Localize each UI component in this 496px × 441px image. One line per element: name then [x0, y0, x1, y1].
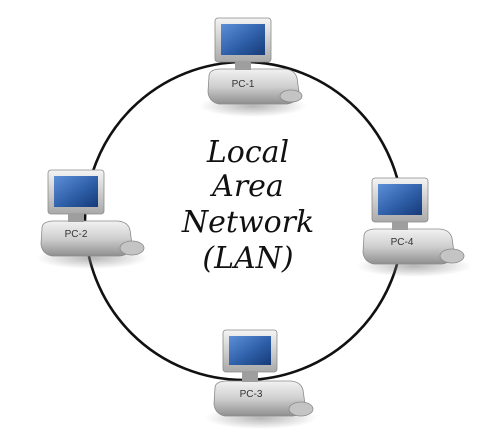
monitor-screen-icon	[229, 336, 271, 365]
mouse-icon	[439, 248, 465, 264]
mouse-icon	[119, 240, 145, 256]
pc-label: PC-1	[232, 79, 255, 90]
pc-label: PC-2	[65, 229, 88, 240]
title-line-local: Local	[206, 135, 289, 170]
pc-label: PC-4	[391, 237, 414, 248]
pc-node-2: PC-2	[36, 169, 148, 269]
title-line-area: Area	[209, 169, 284, 204]
lan-title: Local Area Network (LAN)	[181, 135, 314, 276]
title-line-network: Network	[181, 205, 314, 240]
pc-label: PC-3	[240, 389, 263, 400]
monitor-screen-icon	[54, 176, 98, 207]
pc-node-4: PC-4	[356, 177, 472, 277]
monitor-screen-icon	[221, 24, 265, 55]
pc-node-3: PC-3	[205, 329, 317, 429]
monitor-screen-icon	[378, 184, 422, 215]
mouse-icon	[279, 89, 303, 103]
title-line-lan: (LAN)	[202, 241, 293, 276]
pc-node-1: PC-1	[199, 17, 307, 117]
mouse-icon	[288, 401, 314, 417]
